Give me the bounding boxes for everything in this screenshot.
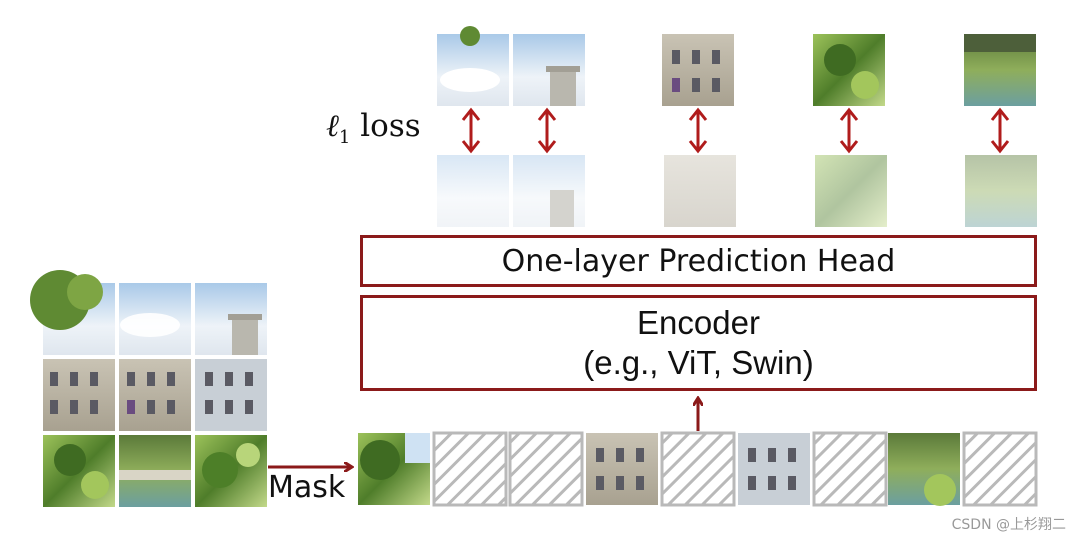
input-patch-masked <box>660 431 736 507</box>
loss-arrow <box>461 107 481 154</box>
loss-arrow <box>537 107 557 154</box>
source-patch-1-2 <box>195 359 267 431</box>
target-patch-building <box>662 34 734 106</box>
target-patch-garden <box>964 34 1036 106</box>
input-patch-masked <box>508 431 584 507</box>
input-patch-masked <box>432 431 508 507</box>
watermark: CSDN @上杉翔二 <box>951 517 1066 533</box>
source-patch-2-1 <box>119 435 191 507</box>
loss-label: ℓ1 loss <box>326 108 421 148</box>
target-patch-sky <box>437 26 509 106</box>
source-patch-0-2 <box>195 283 267 355</box>
loss-subscript: 1 <box>338 127 351 149</box>
source-patch-1-0 <box>43 359 115 431</box>
loss-arrow <box>990 107 1010 154</box>
prediction-head-box: One-layer Prediction Head <box>360 235 1037 287</box>
input-patch-visible-building <box>586 433 658 505</box>
source-image-grid <box>30 270 267 507</box>
loss-arrows <box>461 107 1010 154</box>
source-patch-2-2 <box>195 435 267 507</box>
source-patch-0-1 <box>119 283 191 355</box>
input-patch-visible-tower <box>738 433 810 505</box>
loss-arrow <box>688 107 708 154</box>
target-patch-row <box>437 26 1036 106</box>
prediction-head-label: One-layer Prediction Head <box>501 243 896 279</box>
loss-word: loss <box>360 108 421 144</box>
input-patch-masked <box>962 431 1038 507</box>
predicted-patch-garden <box>965 155 1037 227</box>
source-patch-2-0 <box>43 435 115 507</box>
predicted-patch-foliage <box>815 155 887 227</box>
encoder-subtitle: (e.g., ViT, Swin) <box>583 344 814 381</box>
target-patch-sky-tower <box>513 34 585 106</box>
input-patch-row <box>358 431 1038 507</box>
encoder-title: Encoder <box>637 304 760 341</box>
predicted-patch-sky <box>437 155 509 227</box>
predicted-patch-row <box>437 155 1037 227</box>
input-patch-visible-garden <box>888 433 960 506</box>
loss-arrow <box>839 107 859 154</box>
source-patch-0-0 <box>30 270 115 355</box>
input-patch-visible-foliage <box>358 433 430 505</box>
predicted-patch-sky-tower <box>513 155 585 227</box>
target-patch-foliage <box>813 34 885 106</box>
loss-symbol: ℓ <box>326 108 339 144</box>
encoder-box: Encoder (e.g., ViT, Swin) <box>360 295 1037 391</box>
source-patch-1-1 <box>119 359 191 431</box>
mask-label: Mask <box>268 470 346 505</box>
predicted-patch-building <box>664 155 736 227</box>
input-patch-masked <box>812 431 888 507</box>
